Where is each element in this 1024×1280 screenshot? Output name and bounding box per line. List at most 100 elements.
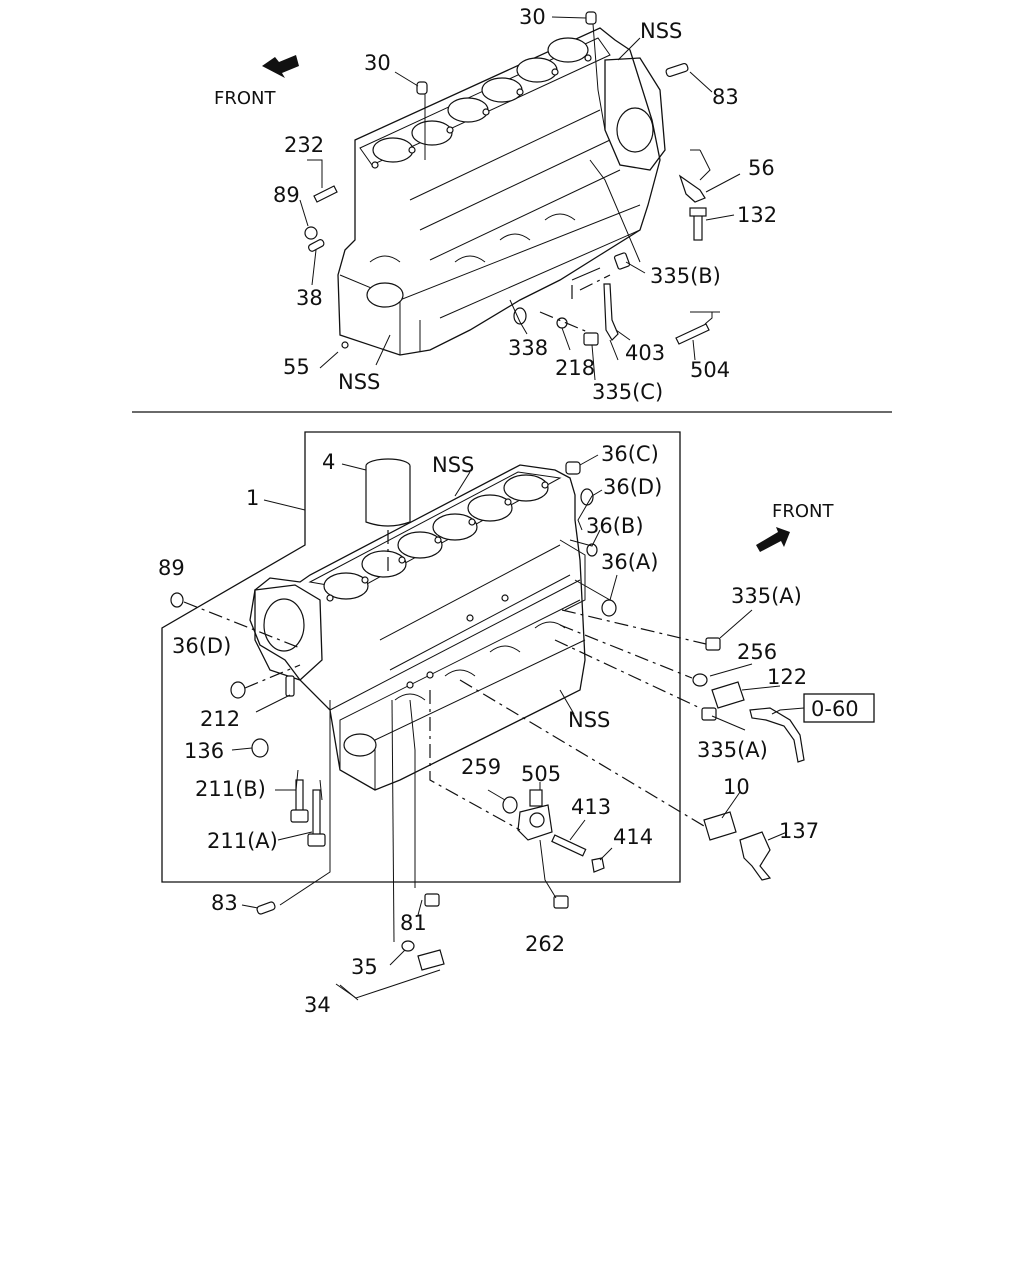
part-212-pin [285,675,295,697]
front-label-lower: FRONT [772,501,834,522]
callout-211b: 211(B) [195,777,266,801]
upper-leader-lines [299,16,741,381]
callout-335c: 335(C) [592,380,663,404]
part-414-nut [591,857,605,873]
callout-55: 55 [283,355,310,379]
callout-nss-lower-top: NSS [432,453,474,477]
callout-30-top: 30 [519,5,546,29]
front-arrow-upper [262,55,299,78]
callout-nss-top: NSS [640,19,682,43]
callout-nss-lower: NSS [568,708,610,732]
upper-labels: FRONT 30 30 NSS 83 232 89 56 132 38 335(… [214,5,777,404]
callout-81: 81 [400,911,427,935]
callout-256: 256 [737,640,777,664]
part-36b-plug [586,543,598,557]
callout-89-lower: 89 [158,556,185,580]
part-36c-plug [565,461,581,475]
callout-403: 403 [625,341,665,365]
callout-36c: 36(C) [601,442,659,466]
callout-83-upper: 83 [712,85,739,109]
part-504-stud [675,323,710,345]
upper-cylinder-block-assembly [262,11,741,381]
part-89-plug-lower [170,592,184,608]
part-505-sensor [517,789,553,841]
callout-36a: 36(A) [601,550,658,574]
lower-cylinder-block-assembly [161,431,875,1001]
callout-335a-upper: 335(A) [731,584,802,608]
part-10-fitting [703,811,737,841]
callout-35: 35 [351,955,378,979]
callout-137: 137 [779,819,819,843]
part-30-dowel [416,81,428,95]
callout-335b: 335(B) [650,264,721,288]
callout-259: 259 [461,755,501,779]
part-413-stud [551,834,587,857]
part-0-60-sensor [749,707,805,763]
callout-218: 218 [555,356,595,380]
front-arrow-lower [756,527,790,552]
part-122-fitting [711,681,745,709]
part-403-bracket [603,283,619,341]
callout-36d-front: 36(D) [603,475,662,499]
part-132-bolt [689,207,707,241]
callout-10: 10 [723,775,750,799]
callout-83-lower: 83 [211,891,238,915]
callout-89-upper: 89 [273,183,300,207]
part-56-bracket [678,174,706,203]
part-259-washer [502,796,518,814]
part-338-plug [513,307,527,325]
part-335b-bolt [613,252,631,270]
part-262-bolt [553,895,569,909]
callout-56: 56 [748,156,775,180]
callout-211a: 211(A) [207,829,278,853]
part-137-connector [739,831,772,881]
part-4-cylinder-liner [365,458,411,572]
part-36d-plug-rear [230,681,246,699]
callout-34: 34 [304,993,331,1017]
callout-30: 30 [364,51,391,75]
part-136-plug [251,738,269,758]
part-335a-bolt-upper [705,637,721,651]
callout-36b: 36(B) [586,514,644,538]
part-35-washer [401,940,415,952]
part-34-plug-bolt [417,949,445,971]
part-211a-bolt [307,789,326,847]
callout-4: 4 [322,450,335,474]
assembly-frame [161,431,681,883]
deck-bolt-holes-lower [326,481,549,689]
callout-132: 132 [737,203,777,227]
callout-232: 232 [284,133,324,157]
callout-1: 1 [246,486,259,510]
callout-262: 262 [525,932,565,956]
callout-335a-lower: 335(A) [697,738,768,762]
lower-leader-lines [183,454,805,1001]
cylinder-bores-lower [323,474,549,600]
part-232-stud [313,185,338,203]
part-89-plug [304,226,318,240]
callout-nss-upper-bottom: NSS [338,370,380,394]
callout-505: 505 [521,762,561,786]
cylinder-bores-upper [372,37,589,163]
part-38-pin [307,239,325,252]
callout-122: 122 [767,665,807,689]
part-30-dowel-top [585,11,597,25]
part-335a-bolt-lower [701,707,717,721]
part-256-washer [692,673,708,687]
part-81-plug [424,893,440,907]
callout-338: 338 [508,336,548,360]
front-label-upper: FRONT [214,88,276,109]
callout-504: 504 [690,358,730,382]
part-36a-plug [601,599,617,617]
lower-labels: FRONT 4 NSS 36(C) 36(D) 1 36(B) 36(A) 89… [158,442,859,1017]
part-55-plug [341,341,349,349]
callout-36d-rear: 36(D) [172,634,231,658]
callout-414: 414 [613,825,653,849]
callout-212: 212 [200,707,240,731]
callout-413: 413 [571,795,611,819]
callout-38: 38 [296,286,323,310]
callout-136: 136 [184,739,224,763]
part-83-pin-lower [256,901,276,915]
reference-box-label: 0-60 [811,697,859,721]
part-335c-bolt [583,332,599,346]
